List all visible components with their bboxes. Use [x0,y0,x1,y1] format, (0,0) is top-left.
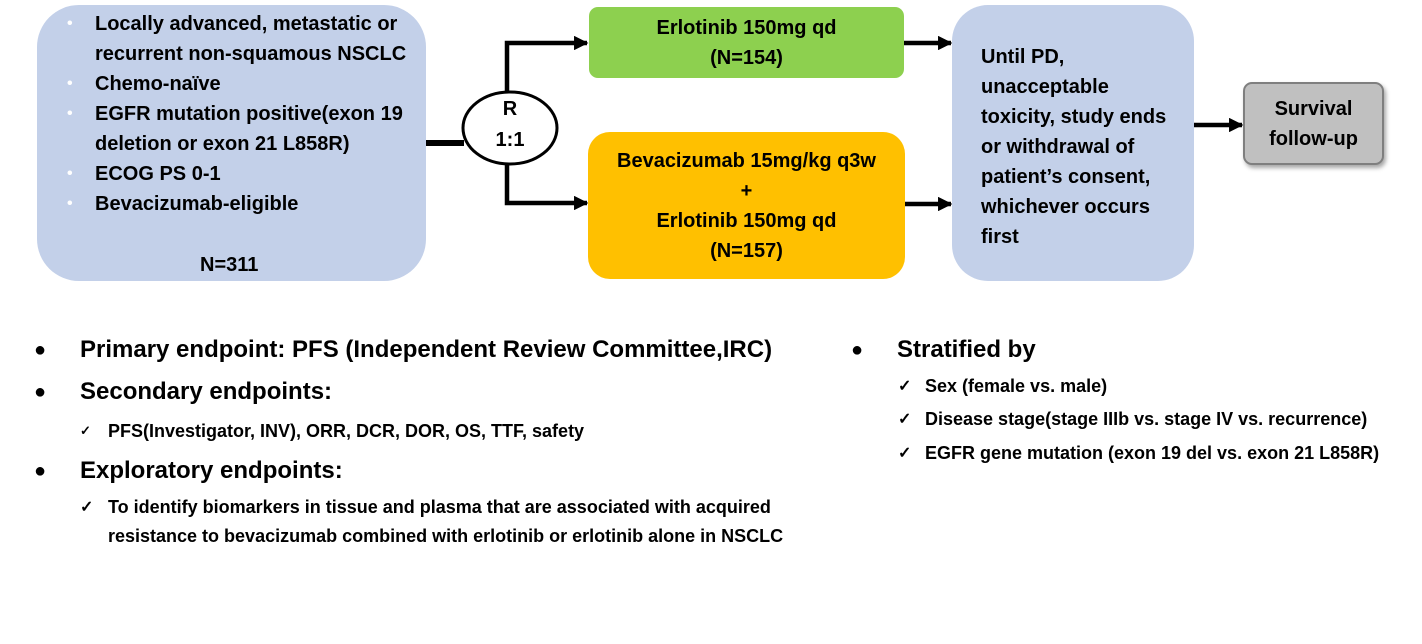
primary-endpoint: Primary endpoint: PFS (Independent Revie… [80,336,773,363]
eligibility-list: Locally advanced, metastatic or recurren… [59,9,418,219]
eligibility-item: Bevacizumab-eligible [59,189,418,219]
bullet-icon: ● [34,460,47,482]
randomization-r: R [502,98,518,120]
checkmark-icon: ✓ [898,445,912,462]
followup-line-2: follow-up [1269,127,1358,150]
randomization-ratio: 1:1 [495,129,525,151]
exploratory-endpoints-heading: Exploratory endpoints: [80,457,343,484]
bullet-icon: ● [851,339,864,361]
arm2-n: (N=157) [710,239,783,262]
exploratory-endpoint-line-2: resistance to bevacizumab combined with … [108,526,784,546]
bullet-icon: ● [34,339,47,361]
arm-erlotinib-box: Erlotinib 150mg qd (N=154) [589,7,904,78]
followup-line-1: Survival [1274,97,1353,120]
bullet-icon: ● [34,381,47,403]
survival-followup-box: Survival follow-up [1243,82,1384,165]
secondary-endpoints-heading: Secondary endpoints: [80,378,333,405]
stratification-item: EGFR gene mutation (exon 19 del vs. exon… [925,443,1380,463]
arm1-n: (N=154) [710,46,783,69]
checkmark-icon: ✓ [80,499,94,516]
eligibility-item: Locally advanced, metastatic or recurren… [59,9,418,69]
stratification-item: Disease stage(stage IIIb vs. stage IV vs… [925,409,1368,429]
checkmark-icon: ✓ [80,423,91,438]
arm2-plus: + [740,179,753,202]
randomization-to-arm1-arrow [504,35,589,94]
eligibility-n: N=311 [200,254,259,276]
randomization-label: R 1:1 [462,94,558,156]
checkmark-icon: ✓ [898,378,912,395]
checkmark-icon: ✓ [898,411,912,428]
arm2-treatment-bevacizumab: Bevacizumab 15mg/kg q3w [617,149,876,172]
arm-bevacizumab-erlotinib-box: Bevacizumab 15mg/kg q3w + Erlotinib 150m… [588,132,905,279]
eligibility-box: Locally advanced, metastatic or recurren… [37,5,426,281]
arm1-treatment: Erlotinib 150mg qd [656,16,837,39]
stratification-item: Sex (female vs. male) [925,376,1108,396]
exploratory-endpoint-line-1: To identify biomarkers in tissue and pla… [108,497,771,517]
secondary-endpoint-item: PFS(Investigator, INV), ORR, DCR, DOR, O… [108,421,585,441]
eligibility-item: Chemo-naïve [59,69,418,99]
eligibility-item: EGFR mutation positive(exon 19 deletion … [59,99,418,159]
randomization-to-arm2-arrow [504,162,589,211]
treatment-duration-text: Until PD, unacceptable toxicity, study e… [981,46,1167,248]
exploratory-endpoint-item: To identify biomarkers in tissue and pla… [108,493,783,551]
eligibility-item: ECOG PS 0-1 [59,159,418,189]
treatment-duration-box: Until PD, unacceptable toxicity, study e… [952,5,1194,281]
stratification-heading: Stratified by [897,336,1036,363]
arm2-treatment-erlotinib: Erlotinib 150mg qd [656,209,837,232]
